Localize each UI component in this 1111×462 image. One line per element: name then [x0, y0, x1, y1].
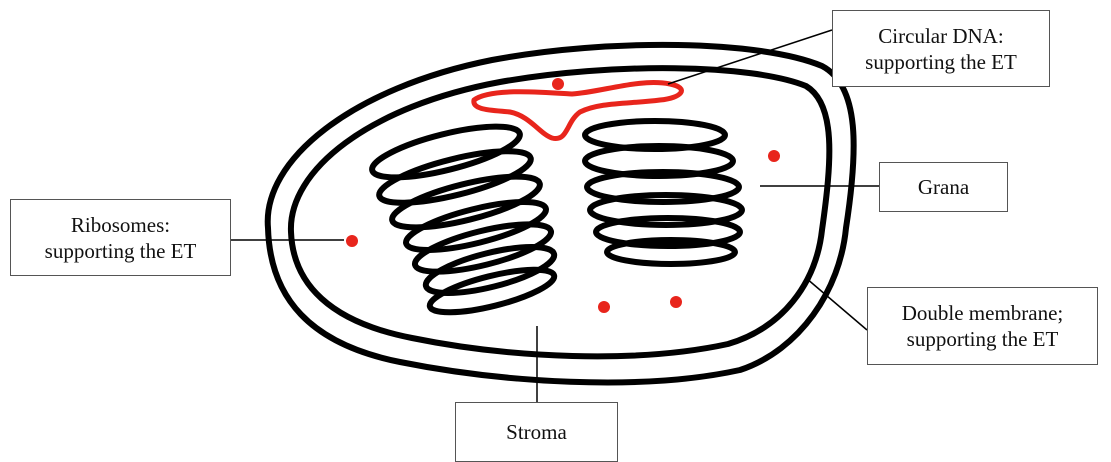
label-stroma-line1: Stroma: [506, 419, 567, 445]
label-double-membrane-line2: supporting the ET: [907, 326, 1059, 352]
right-granum: [585, 121, 742, 264]
left-granum: [368, 116, 558, 321]
ribosome: [598, 301, 610, 313]
label-ribosomes-line1: Ribosomes:: [71, 212, 170, 238]
ribosome: [346, 235, 358, 247]
label-ribosomes-line2: supporting the ET: [45, 238, 197, 264]
label-grana: Grana: [879, 162, 1008, 212]
ribosome: [768, 150, 780, 162]
label-double-membrane-line1: Double membrane;: [902, 300, 1064, 326]
ribosome: [552, 78, 564, 90]
label-ribosomes: Ribosomes: supporting the ET: [10, 199, 231, 276]
label-circular-dna-line1: Circular DNA:: [878, 23, 1003, 49]
label-grana-line1: Grana: [918, 174, 969, 200]
inner-membrane: [291, 68, 829, 356]
label-double-membrane: Double membrane; supporting the ET: [867, 287, 1098, 365]
label-circular-dna: Circular DNA: supporting the ET: [832, 10, 1050, 87]
label-circular-dna-line2: supporting the ET: [865, 49, 1017, 75]
leader-line-double-membrane: [806, 278, 867, 330]
label-stroma: Stroma: [455, 402, 618, 462]
ribosome: [670, 296, 682, 308]
circular-dna: [474, 83, 682, 139]
